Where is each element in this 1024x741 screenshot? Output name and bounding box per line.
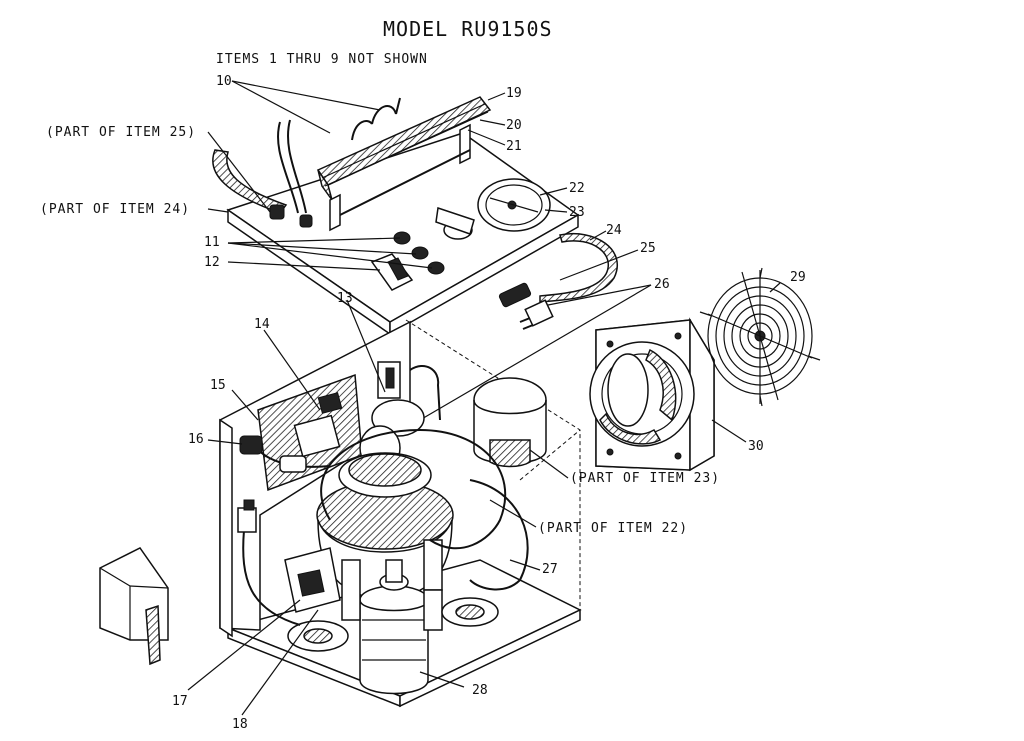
item-number-28: 28 (472, 683, 488, 698)
item-number-labels: 10 19 20 21 22 23 24 25 26 11 12 13 14 1… (172, 74, 806, 732)
valve-fitting-2 (423, 589, 443, 631)
item-number-23: 23 (569, 205, 585, 220)
part-of-item-25-label: (PART OF ITEM 25) (46, 125, 196, 140)
condenser-coil (316, 96, 492, 201)
item-number-12: 12 (204, 255, 220, 270)
side-plug (237, 507, 257, 533)
item-number-21: 21 (506, 139, 522, 154)
item-number-24: 24 (606, 223, 622, 238)
top-panel-assembly (212, 96, 618, 336)
cylinder-tank (473, 377, 547, 468)
item-number-20: 20 (506, 118, 522, 133)
diagram-note: ITEMS 1 THRU 9 NOT SHOWN (216, 52, 428, 67)
fan-guard (699, 267, 821, 407)
tubing-top (351, 97, 401, 141)
grommet-2 (411, 246, 429, 260)
receiver-drier (359, 559, 429, 695)
base-cabinet-assembly (219, 319, 582, 708)
connector-16 (239, 435, 263, 455)
item-number-14: 14 (254, 317, 270, 332)
diagram-title: MODEL RU9150S (383, 17, 553, 41)
axial-fan (589, 317, 715, 472)
item-number-16: 16 (188, 432, 204, 447)
control-knob (435, 207, 475, 240)
item-number-19: 19 (506, 86, 522, 101)
part-of-item-22-label: (PART OF ITEM 22) (538, 521, 688, 536)
bracket-left (329, 193, 341, 232)
valve-fitting-1 (423, 539, 443, 591)
item-number-10: 10 (216, 74, 232, 89)
detached-cover-piece (99, 547, 169, 666)
part-of-item-23-label: (PART OF ITEM 23) (570, 471, 720, 486)
item-number-17: 17 (172, 694, 188, 709)
item-number-18: 18 (232, 717, 248, 732)
bottom-fan-right (441, 597, 499, 627)
leader-lines-bottom (187, 282, 781, 716)
leader-lines-top (207, 80, 652, 421)
valve-fitting-3 (341, 559, 361, 621)
part-of-item-24-label: (PART OF ITEM 24) (40, 202, 190, 217)
item-number-30: 30 (748, 439, 764, 454)
power-cord (498, 233, 618, 330)
item-number-27: 27 (542, 562, 558, 577)
item-number-22: 22 (569, 181, 585, 196)
part-of-labels: (PART OF ITEM 25) (PART OF ITEM 24) (PAR… (40, 125, 720, 536)
item-number-11: 11 (204, 235, 220, 250)
item-number-13: 13 (337, 291, 353, 306)
relay-block (293, 414, 341, 458)
thermostat-dial (477, 178, 551, 232)
item-number-15: 15 (210, 378, 226, 393)
item-number-29: 29 (790, 270, 806, 285)
item-number-25: 25 (640, 241, 656, 256)
bottom-fan-left (287, 620, 349, 652)
item-number-26: 26 (654, 277, 670, 292)
